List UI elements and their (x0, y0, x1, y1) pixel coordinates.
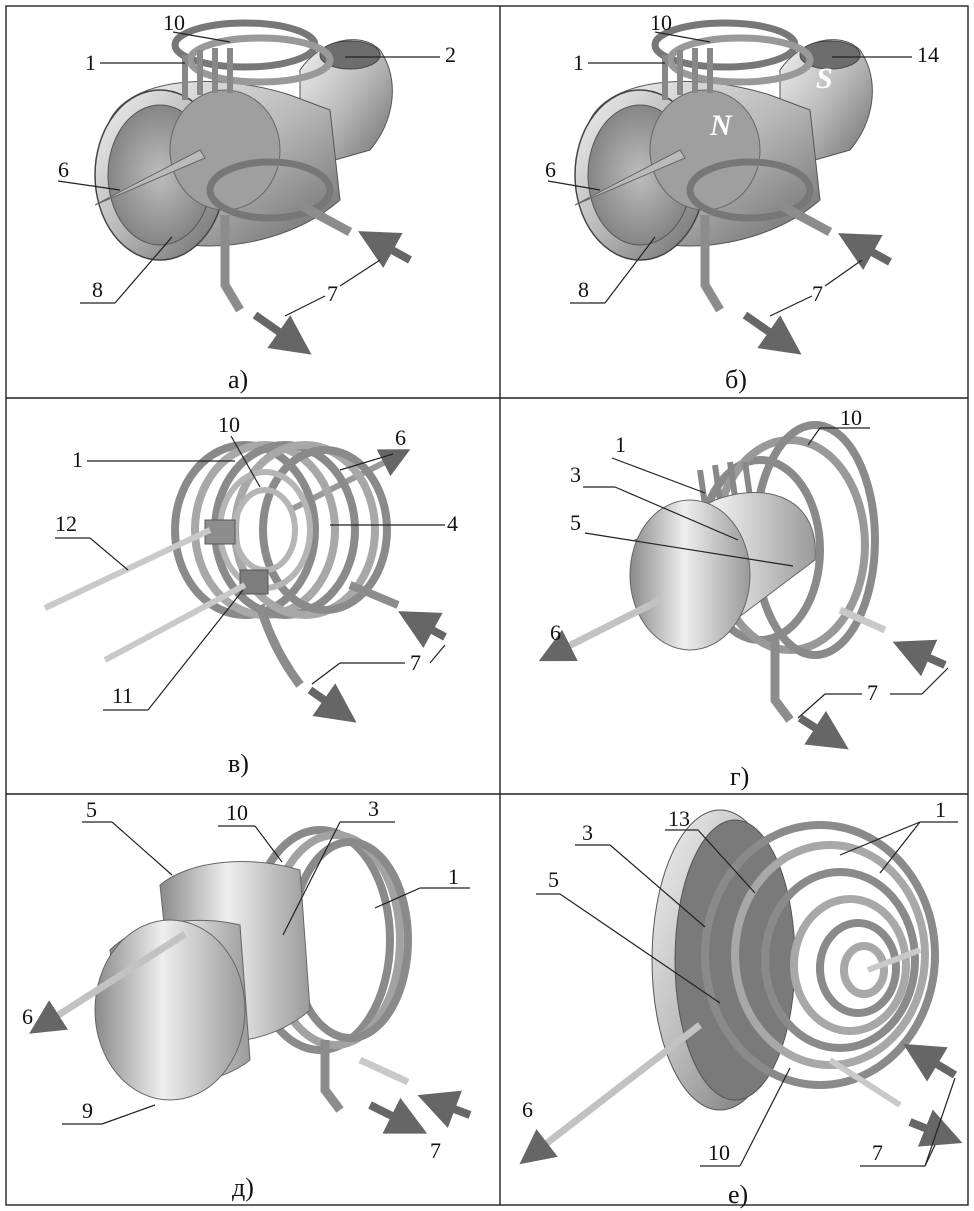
pole-n: N (709, 109, 733, 142)
label-8: 8 (578, 277, 589, 302)
label-7: 7 (812, 281, 823, 306)
label-6: 6 (550, 620, 561, 645)
panel-a: 10 1 2 6 8 7 а) (57, 10, 456, 394)
label-10: 10 (708, 1140, 730, 1165)
label-13: 13 (668, 806, 690, 831)
panel-b-labels: 10 1 14 6 8 7 (545, 10, 939, 306)
label-1: 1 (448, 864, 459, 889)
panel-b-drawing: N S (574, 19, 892, 355)
label-3: 3 (570, 462, 581, 487)
panel-g-drawing (538, 421, 947, 750)
panel-b: N S 10 1 14 6 8 7 б) (545, 10, 939, 394)
label-10: 10 (840, 405, 862, 430)
label-11: 11 (112, 683, 133, 708)
label-5: 5 (86, 797, 97, 822)
label-1: 1 (85, 50, 96, 75)
label-10: 10 (163, 10, 185, 35)
label-12: 12 (55, 511, 77, 536)
panel-d-labels: 5 10 3 1 6 9 7 (22, 796, 459, 1163)
label-8: 8 (92, 277, 103, 302)
label-10: 10 (226, 800, 248, 825)
label-6: 6 (58, 157, 69, 182)
label-6: 6 (545, 157, 556, 182)
caption-b: б) (725, 365, 747, 394)
panel-e-drawing (519, 809, 963, 1165)
label-10: 10 (218, 412, 240, 437)
label-6: 6 (22, 1004, 33, 1029)
panel-d-drawing (29, 826, 472, 1134)
label-7: 7 (430, 1138, 441, 1163)
panel-d: 5 10 3 1 6 9 7 д) (22, 796, 472, 1202)
caption-g: г) (730, 762, 749, 791)
label-6: 6 (522, 1097, 533, 1122)
panel-grid (5, 5, 969, 1206)
panel-a-drawing (94, 19, 412, 355)
caption-v: в) (228, 749, 249, 778)
panel-d-leaders (62, 821, 470, 1125)
panel-e-labels: 3 13 1 5 6 10 7 (522, 797, 946, 1165)
panel-g: 1 3 5 10 6 7 г) (538, 405, 949, 791)
label-1: 1 (573, 50, 584, 75)
panel-g-leaders (583, 427, 949, 719)
panel-v-leaders (55, 435, 446, 711)
label-7: 7 (410, 650, 421, 675)
label-14: 14 (917, 42, 939, 67)
label-1: 1 (935, 797, 946, 822)
label-2: 2 (445, 42, 456, 67)
panel-g-labels: 1 3 5 10 6 7 (550, 405, 878, 705)
label-3: 3 (582, 820, 593, 845)
caption-a: а) (228, 365, 248, 394)
label-7: 7 (327, 281, 338, 306)
label-5: 5 (570, 510, 581, 535)
label-5: 5 (548, 867, 559, 892)
panel-v-drawing (43, 441, 447, 723)
panel-b-leaders (547, 31, 912, 317)
label-4: 4 (447, 511, 458, 536)
panel-v-labels: 10 1 6 4 12 11 7 (55, 412, 458, 708)
label-1: 1 (72, 447, 83, 472)
label-3: 3 (368, 796, 379, 821)
label-7: 7 (872, 1140, 883, 1165)
panel-a-leaders (57, 31, 440, 317)
panel-e: 3 13 1 5 6 10 7 е) (519, 797, 963, 1209)
label-10: 10 (650, 10, 672, 35)
label-7: 7 (867, 680, 878, 705)
panel-a-labels: 10 1 2 6 8 7 (58, 10, 456, 306)
caption-d: д) (232, 1173, 254, 1202)
label-6: 6 (395, 425, 406, 450)
label-1: 1 (615, 432, 626, 457)
panel-v: 10 1 6 4 12 11 7 в) (43, 412, 458, 778)
label-9: 9 (82, 1098, 93, 1123)
panel-e-leaders (536, 821, 958, 1167)
caption-e: е) (728, 1180, 748, 1209)
pole-s: S (816, 62, 833, 95)
